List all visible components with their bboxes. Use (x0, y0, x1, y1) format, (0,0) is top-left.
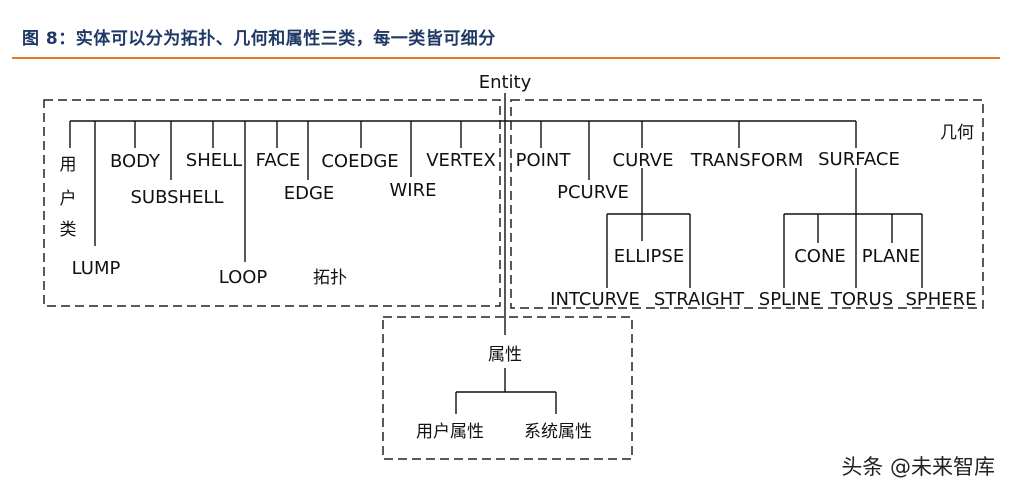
coedge-label: COEDGE (321, 151, 398, 172)
lump-label: LUMP (72, 258, 121, 279)
figure-title: 图 8：实体可以分为拓扑、几何和属性三类，每一类皆可细分 (22, 29, 496, 49)
body-label: BODY (110, 151, 161, 172)
title-rule (12, 57, 1000, 59)
sphere-label: SPHERE (905, 289, 976, 310)
face-label: FACE (256, 150, 301, 171)
attribute-label: 属性 (488, 345, 522, 365)
user-attribute-label: 用户属性 (416, 422, 484, 442)
geometry-box (510, 99, 984, 309)
user-class-char-1: 用 (60, 155, 77, 175)
straight-label: STRAIGHT (654, 289, 745, 310)
user-class-char-2: 户 (60, 189, 77, 209)
surface-label: SURFACE (818, 149, 900, 170)
point-label: POINT (516, 150, 572, 171)
edge-label: EDGE (284, 183, 335, 204)
entity-label: Entity (479, 72, 532, 93)
torus-label: TORUS (830, 289, 893, 310)
plane-label: PLANE (862, 246, 920, 267)
intcurve-label: INTCURVE (550, 289, 640, 310)
pcurve-label: PCURVE (557, 182, 629, 203)
user-class-char-3: 类 (60, 220, 77, 240)
spline-label: SPLINE (759, 289, 821, 310)
topology-group-label: 拓扑 (313, 268, 347, 288)
topology-box (43, 99, 501, 307)
watermark: 头条 @未来智库 (841, 455, 995, 479)
vertex-label: VERTEX (426, 150, 496, 171)
ellipse-label: ELLIPSE (614, 246, 684, 267)
subshell-label: SUBSHELL (130, 187, 223, 208)
system-attribute-label: 系统属性 (524, 422, 592, 442)
transform-label: TRANSFORM (690, 150, 804, 171)
wire-label: WIRE (390, 180, 437, 201)
loop-label: LOOP (219, 267, 268, 288)
geometry-group-label: 几何 (940, 123, 974, 143)
cone-label: CONE (794, 246, 846, 267)
shell-label: SHELL (186, 150, 242, 171)
curve-label: CURVE (613, 150, 674, 171)
surface-subtree (783, 168, 923, 288)
attribute-subtree (455, 368, 557, 414)
curve-subtree (606, 168, 691, 288)
